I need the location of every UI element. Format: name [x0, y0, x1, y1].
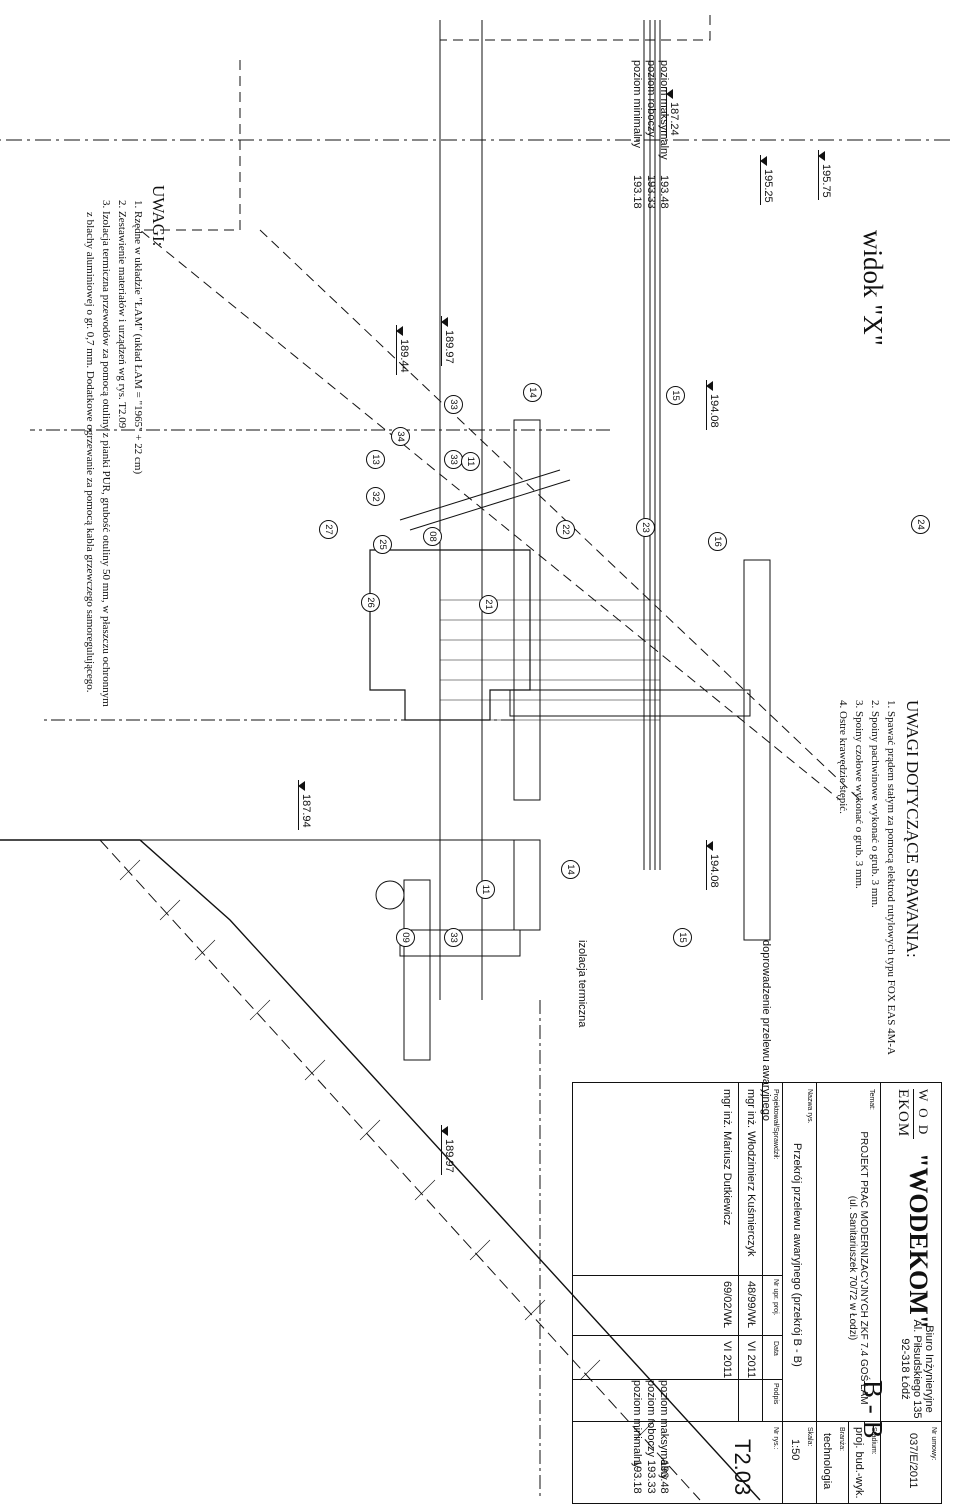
col-date: Data — [772, 1341, 779, 1356]
level-max: poziom maksymalny — [658, 60, 670, 160]
bubble-25: 25 — [373, 535, 392, 554]
bb-bubble-33: 33 — [444, 928, 463, 947]
bubble-26: 26 — [361, 593, 380, 612]
bubble-16: 16 — [708, 532, 727, 551]
drawing-no-label: Nr rys.: — [772, 1427, 779, 1450]
bubble-21: 21 — [479, 595, 498, 614]
welding-4: 4. Ostre krawędzie stępić. — [837, 700, 850, 814]
elevation-195-25: 195.25 — [760, 155, 774, 205]
notes-body: 1. Rzędne w układzie "ŁAM" (układ ŁAM = … — [81, 200, 145, 707]
pipe-lower-horizontal — [743, 559, 771, 941]
welding-2: 2. Spoiny pachwinowe wykonać o grub. 3 m… — [869, 700, 882, 908]
elev-work: 193.33 — [644, 175, 657, 209]
elevation-187-94: 187.94 — [298, 780, 312, 830]
bb-elevation-194-08: 194.08 — [706, 840, 720, 890]
tank-outline-dashed — [440, 15, 711, 41]
label-thermal-insulation: izolacja termiczna — [576, 940, 588, 1028]
branch-label: Branża: — [838, 1427, 845, 1452]
welding-1: 1. Spawać prądem stałym za pomocą elektr… — [885, 700, 897, 1055]
view-x-title: widok "X" — [858, 230, 888, 346]
stage-label: Stadium: — [870, 1427, 877, 1455]
reducer — [369, 549, 531, 721]
title-block: W O D EKOM "WODEKOM" Biuro Inżynieryjne … — [572, 1082, 942, 1504]
wodekom-logo: W O D EKOM — [895, 1089, 931, 1139]
bubble-08: 08 — [423, 527, 442, 546]
bb-elevation-189-97: 189.97 — [441, 1125, 455, 1175]
bubble-23: 23 — [636, 518, 655, 537]
bubble-24: 24 — [911, 515, 930, 534]
note-3-cont: z blachy aluminiowej o gr. 0,7 mm. Dodat… — [84, 212, 97, 693]
col-signature: Podpis — [772, 1383, 779, 1405]
note-2: 2. Zestawienie materiałów i urządzeń wg … — [116, 200, 129, 429]
pipe-upper-horizontal — [513, 419, 541, 801]
bubble-33a: 33 — [444, 395, 463, 414]
bubble-14: 14 — [523, 383, 542, 402]
bubble-15: 15 — [666, 386, 685, 405]
note-1: 1. Rzędne w układzie "ŁAM" (układ ŁAM = … — [132, 200, 144, 475]
welding-3: 3. Spoiny czołowe wykonać o grub. 3 mm. — [853, 700, 866, 889]
level-min: poziom minimalny — [631, 60, 644, 149]
bubble-32: 32 — [366, 487, 385, 506]
company-address: Biuro Inżynieryjne Al. Piłsudskiego 135 … — [899, 1319, 935, 1419]
topic-text: PROJEKT PRAC MODERNIZACYJNYCH ZKF 7.4 GO… — [847, 1131, 869, 1405]
designer-1: mgr inż. Włodzimierz Kuśmierczyk — [745, 1089, 757, 1257]
stage-value: proj. bud.-wyk. — [853, 1427, 865, 1499]
bb-bubble-11: 11 — [476, 880, 495, 899]
scale-value: 1:50 — [789, 1439, 801, 1461]
welding-body: 1. Spawać prądem stałym za pomocą elektr… — [834, 700, 898, 1055]
elev-max: 193.48 — [658, 175, 670, 209]
bb-bubble-14: 14 — [561, 860, 580, 879]
scale-label: Skala: — [806, 1427, 813, 1447]
bubble-34: 34 — [391, 427, 410, 446]
drawing-name-label: Nazwa rys. — [806, 1089, 813, 1124]
topic-label: Temat: — [868, 1089, 875, 1111]
company-name: "WODEKOM" — [904, 1153, 933, 1330]
elevation-194-08: 194.08 — [706, 380, 720, 430]
permission-2: 69/02/WŁ — [721, 1281, 733, 1329]
elevation-189-97: 189.97 — [441, 316, 455, 366]
contract-label: Nr umowy: — [930, 1427, 937, 1461]
level-labels: poziom maksymalny poziom roboczy poziom … — [630, 60, 670, 160]
designer-2: mgr inż. Mariusz Dutkiewicz — [721, 1089, 733, 1226]
bubble-22: 22 — [556, 520, 575, 539]
level-elevations: 193.48 193.33 193.18 — [630, 175, 670, 209]
note-3: 3. Izolacja termiczna przewodów za pomoc… — [100, 200, 113, 707]
drawing-number: T2.03 — [730, 1439, 755, 1496]
permission-1: 48/99/WŁ — [745, 1281, 757, 1329]
pipe-vertical-riser — [509, 689, 751, 717]
date-2: VI 2011 — [721, 1341, 733, 1379]
bb-bubble-09: 09 — [396, 928, 415, 947]
drawing-name: Przekrój przelewu awaryjnego (przekrój B… — [791, 1143, 803, 1367]
date-1: VI 2011 — [745, 1341, 757, 1379]
welding-title: UWAGI DOTYCZĄCE SPAWANIA: — [903, 700, 922, 958]
elev-min: 193.18 — [631, 175, 644, 209]
contract-number: 037/E/2011 — [907, 1433, 919, 1489]
level-work: poziom roboczy — [644, 60, 657, 138]
elevation-195-75: 195.75 — [818, 150, 832, 200]
bubble-27: 27 — [319, 520, 338, 539]
bb-pipe-stub — [513, 839, 541, 931]
bb-bubble-15: 15 — [673, 928, 692, 947]
col-permission: Nr upr. proj. — [772, 1279, 779, 1316]
bubble-13: 13 — [366, 450, 385, 469]
branch-value: technologia — [821, 1433, 833, 1490]
elevation-189-44: 189.44 — [396, 325, 410, 375]
bb-pipe-elbow — [375, 880, 405, 910]
bubble-11: 11 — [461, 452, 480, 471]
col-designer: Projektował/Sprawdził: — [772, 1089, 779, 1160]
notes-title: UWAGI: — [149, 185, 168, 247]
